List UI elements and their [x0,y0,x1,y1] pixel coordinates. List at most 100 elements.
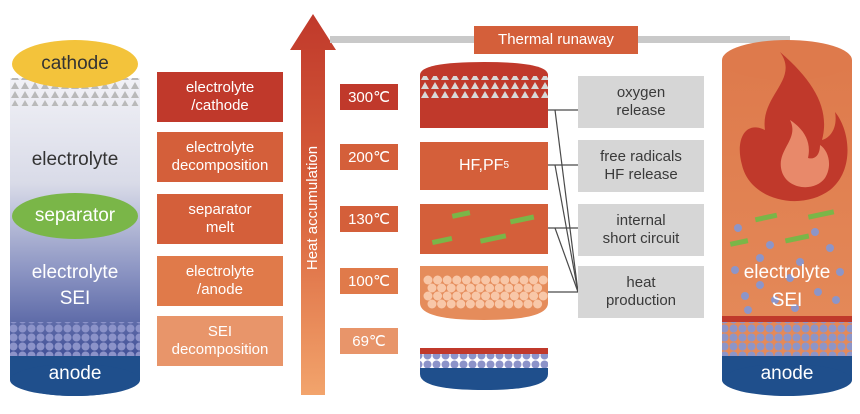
outcome-free-radicals: free radicals HF release [578,140,704,192]
stage-visual-cathode [420,62,548,128]
electrolyte-particle [796,258,804,266]
stage-box-line2: decomposition [171,157,269,174]
outcome-heat-production: heat production [578,266,704,318]
electrolyte-particle [731,266,739,274]
hf-pf5-subscript: 5 [503,160,509,172]
anode-particle [538,275,548,285]
electrolyte-particle [756,254,764,262]
outcome-line1: oxygen [616,84,666,101]
outcome-oxygen-release: oxygen release [578,76,704,128]
stage-box-line1: electrolyte [185,79,255,96]
anode-particle [456,299,466,309]
outcome-line1: internal [616,212,666,229]
anode-particle [490,275,500,285]
anode-particle [461,291,471,301]
anode-particle [504,283,514,293]
electrolyte-particle [826,244,834,252]
stage-box-line2: melt [205,219,235,236]
anode-particle [427,299,437,309]
anode-particle [519,291,529,301]
stage-box-line2: /cathode [191,97,249,114]
anode-particle [465,283,475,293]
electrolyte-label: electrolyte [31,149,119,171]
anode-particle [456,283,466,293]
anode-particle [513,299,523,309]
electrolyte-particle [832,296,840,304]
electrolyte-particle [734,224,742,232]
anode-particle [509,291,519,301]
right-electrolyte-label: electrolyte [743,262,831,284]
cathode-cap [12,40,138,88]
stage-visual-hf-box [420,142,548,190]
anode-particle [500,291,510,301]
outcome-internal-short: internal short circuit [578,204,704,256]
separator-disc [12,193,138,239]
stage-box-line2: decomposition [171,341,269,358]
anode-particle [427,283,437,293]
anode-particle [519,275,529,285]
cathode-label: cathode [41,53,109,75]
anode-particle [437,283,447,293]
outcome-line1: free radicals [600,148,682,165]
stage-box-electrolyte-decomposition: electrolyte decomposition [157,132,283,182]
stage-box-line1: electrolyte [185,263,255,280]
outcome-line2: HF release [604,166,678,183]
stage-visual-sei [420,348,548,390]
anode-particle [500,275,510,285]
anode-particle [446,283,456,293]
anode-particle [504,299,514,309]
anode-particle [485,283,495,293]
anode-particle [529,291,539,301]
temp-tag-200: 200℃ [340,144,398,170]
electrolyte-particle [836,268,844,276]
anode-particle [533,283,543,293]
anode-particle [471,291,481,301]
stage-box-electrolyte-anode: electrolyte /anode [157,256,283,306]
anode-particle [533,299,543,309]
anode-particle [433,291,443,301]
anode-particle [494,299,504,309]
electrolyte-sei-label-line1: electrolyte [31,262,119,284]
anode-particle [538,291,548,301]
anode-particle [490,291,500,301]
separator-label: separator [34,205,116,227]
hf-pf5-text: HF,PF [458,156,504,174]
anode-particle [485,299,495,309]
outcome-line2: short circuit [602,230,680,247]
anode-particle [509,275,519,285]
outcome-line2: release [616,102,666,119]
anode-particle [465,299,475,309]
electrolyte-particle [786,274,794,282]
anode-particle [423,275,433,285]
anode-label: anode [48,363,102,385]
thermal-runaway-banner: Thermal runaway [474,26,638,54]
stage-box-line1: SEI [207,323,233,340]
anode-particle [433,275,443,285]
anode-particle [475,283,485,293]
anode-particle [437,299,447,309]
outcome-line2: production [605,292,677,309]
right-battery-cell [722,40,852,396]
stage-box-line2: /anode [197,281,243,298]
heat-accumulation-arrow [290,14,336,395]
electrolyte-particle [791,304,799,312]
stage-box-separator-melt: separator melt [157,194,283,244]
temp-tag-69: 69℃ [340,328,398,354]
anode-particle [452,291,462,301]
temp-tag-300: 300℃ [340,84,398,110]
anode-particle [494,283,504,293]
stage-visual-anode [420,266,548,320]
outcome-connectors [548,109,579,293]
outcome-line1: heat [626,274,656,291]
anode-particle [513,283,523,293]
right-anode-label: anode [760,363,814,385]
stage-visual-separator [420,204,548,254]
anode-particle [481,291,491,301]
electrolyte-particle [744,306,752,314]
electrolyte-particle [771,296,779,304]
stage-box-sei-decomposition: SEI decomposition [157,316,283,366]
anode-particle [423,291,433,301]
